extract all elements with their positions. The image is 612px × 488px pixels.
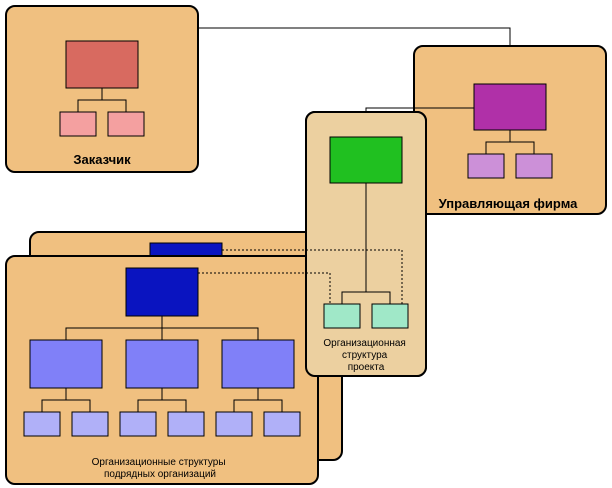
customer-panel: Заказчик [5, 5, 199, 173]
contractor-sub-box [167, 411, 205, 437]
project-sub-box [323, 303, 361, 329]
customer-label: Заказчик [73, 152, 131, 167]
management-sub-box [515, 153, 553, 179]
contractor-sub-box [215, 411, 253, 437]
contractor-sub-box [263, 411, 301, 437]
contractors-label-line: подрядных организаций [104, 469, 216, 480]
project-sub-box [371, 303, 409, 329]
project-structure-label-line: Организационная [323, 338, 405, 349]
contractor-back-dotted-link-overlay [306, 249, 403, 304]
contractor-mid-box [221, 339, 295, 389]
contractors-label: Организационные структуры подрядных орга… [92, 457, 229, 480]
contractor-sub-box [71, 411, 109, 437]
contractor-sub-box [23, 411, 61, 437]
contractors-label-line: Организационные структуры [92, 457, 226, 468]
contractor-back-top-box [149, 242, 223, 257]
contractor-sub-box [119, 411, 157, 437]
project-structure-label-line: структура [342, 350, 388, 361]
customer-top-box [65, 40, 139, 89]
project-panel-content: Организационная структура проекта [305, 111, 427, 377]
management-panel: Управляющая фирма [413, 45, 607, 215]
management-top-box [473, 83, 547, 131]
contractor-mid-box [125, 339, 199, 389]
management-label: Управляющая фирма [439, 196, 579, 211]
contractor-panel-front: Организационные структуры подрядных орга… [5, 255, 319, 485]
project-structure-label-line: проекта [348, 362, 385, 373]
project-top-box [329, 136, 403, 184]
contractor-mid-box [29, 339, 103, 389]
project-structure-label: Организационная структура проекта [323, 338, 408, 373]
contractor-top-box [125, 267, 199, 317]
management-sub-box [467, 153, 505, 179]
customer-sub-box [59, 111, 97, 137]
contractor-front-dotted-link [198, 272, 331, 304]
customer-sub-box [107, 111, 145, 137]
